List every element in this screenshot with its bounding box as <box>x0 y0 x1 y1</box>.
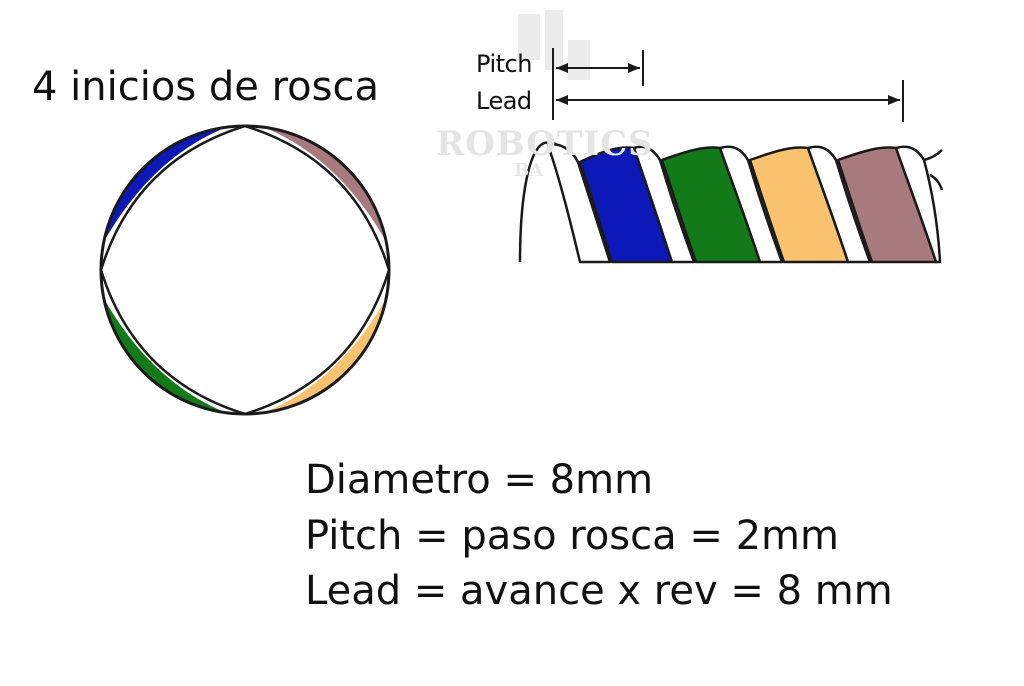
crest-flank-2 <box>718 145 784 264</box>
thread-start-3-segment <box>268 297 387 411</box>
spec-pitch: Pitch = paso rosca = 2mm <box>305 513 839 559</box>
pitch-arrow-right <box>628 63 640 73</box>
lead-arrow-left <box>556 95 568 105</box>
crest-flank-1 <box>632 145 696 264</box>
first-white-flank <box>546 143 612 264</box>
dimension-lines <box>552 48 904 122</box>
shaft-tail <box>923 149 944 191</box>
thread-start-1-segment <box>103 129 222 243</box>
outer-circle <box>99 124 391 416</box>
lead-arrow-right <box>888 95 900 105</box>
spec-lead: Lead = avance x rev = 8 mm <box>305 568 893 614</box>
pitch-label: Pitch <box>476 50 532 78</box>
lead-label: Lead <box>476 87 532 115</box>
watermark-logo <box>518 10 590 80</box>
thread-start-4-segment <box>268 129 387 243</box>
thread-end-view <box>99 124 391 416</box>
crest-flank-3 <box>806 145 872 264</box>
diagram-title: 4 inicios de rosca <box>32 64 379 110</box>
thread-side-view <box>518 141 944 264</box>
spec-diameter: Diametro = 8mm <box>305 457 654 503</box>
watermark-text: ROBOTICS <box>436 124 654 164</box>
inner-root-outline <box>99 124 391 416</box>
pitch-arrow-left <box>556 63 568 73</box>
thread-start-2-segment <box>103 297 222 411</box>
watermark-subtext: BA <box>514 160 544 181</box>
crest-flank-4 <box>894 145 942 264</box>
